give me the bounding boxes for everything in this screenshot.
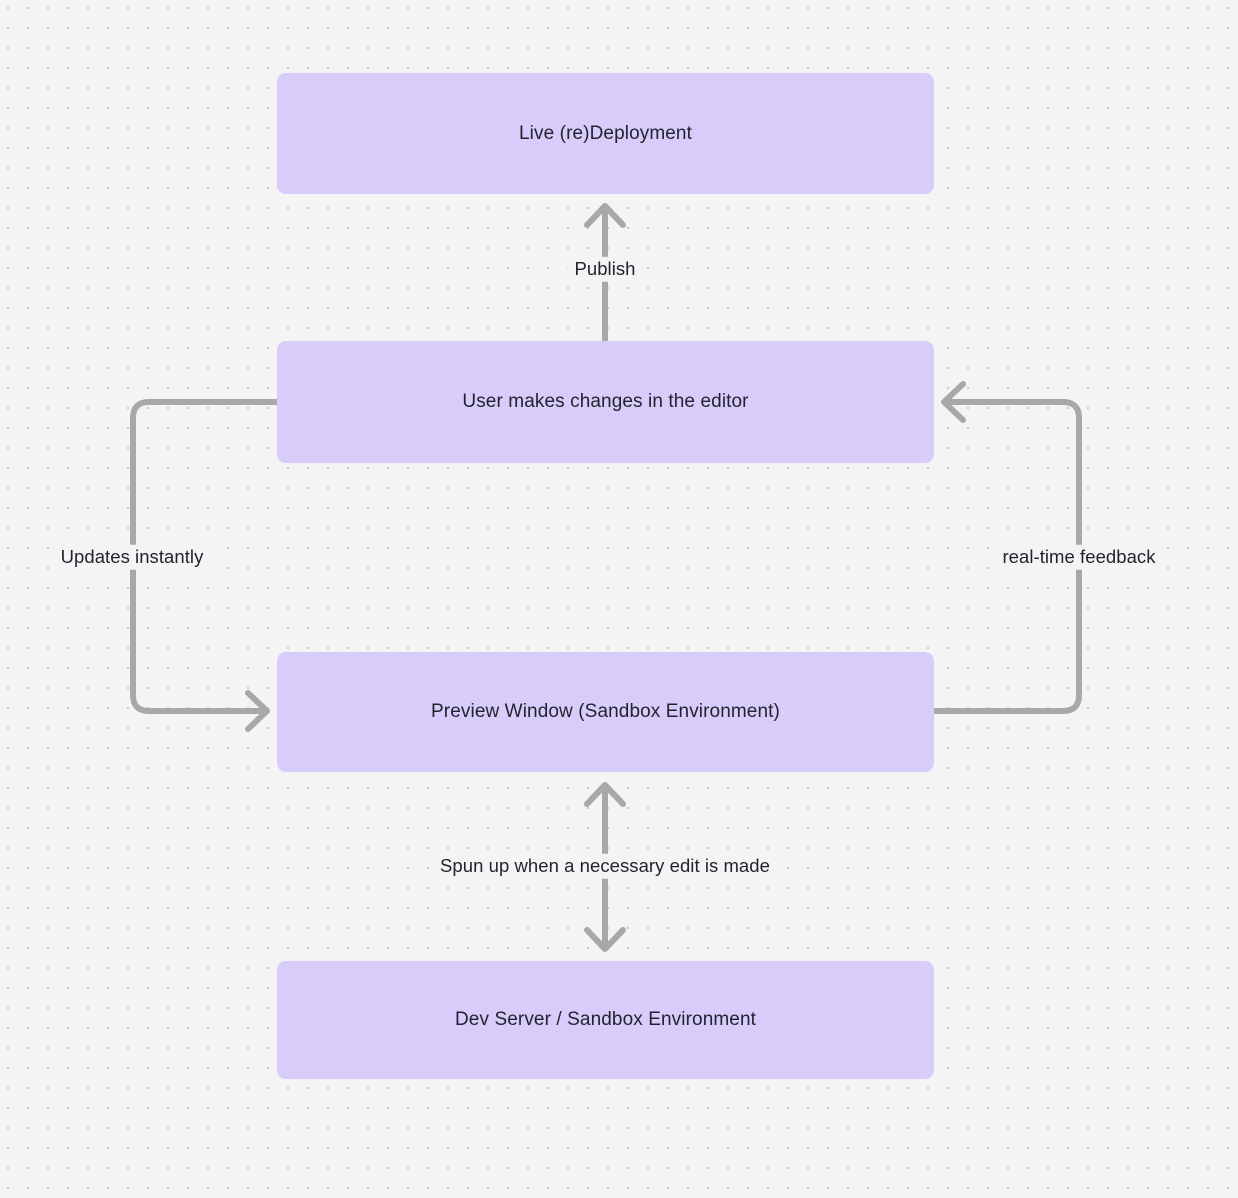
edge-label-publish: Publish [567,256,643,282]
node-dev-server-label: Dev Server / Sandbox Environment [454,1009,756,1031]
edge-label-spun-up: Spun up when a necessary edit is made [433,853,777,879]
node-live-deployment[interactable]: Live (re)Deployment [277,73,934,194]
node-preview-window[interactable]: Preview Window (Sandbox Environment) [277,652,934,772]
node-user-edits[interactable]: User makes changes in the editor [277,341,934,463]
node-live-deployment-label: Live (re)Deployment [519,122,692,144]
edge-label-updates-instantly: Updates instantly [53,544,211,570]
node-dev-server[interactable]: Dev Server / Sandbox Environment [277,961,934,1079]
node-user-edits-label: User makes changes in the editor [462,391,749,413]
edge-label-real-time-feedback: real-time feedback [995,544,1163,570]
node-preview-window-label: Preview Window (Sandbox Environment) [431,701,780,723]
